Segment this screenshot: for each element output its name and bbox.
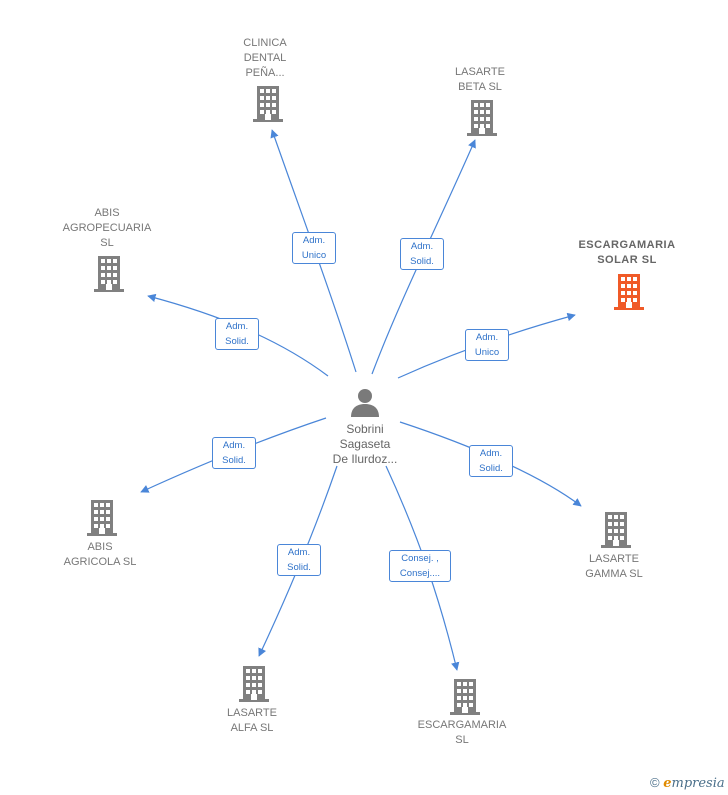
building-icon[interactable]	[87, 500, 117, 541]
relation-label[interactable]: Adm. Solid.	[469, 445, 513, 477]
relation-label[interactable]: Adm. Unico	[465, 329, 509, 361]
relation-label[interactable]: Adm. Unico	[292, 232, 336, 264]
building-icon[interactable]	[253, 86, 283, 127]
copyright-footer[interactable]: © empresia	[650, 775, 725, 791]
building-icon[interactable]	[450, 679, 480, 720]
relation-label[interactable]: Adm. Solid.	[212, 437, 256, 469]
building-icon[interactable]	[467, 100, 497, 141]
person-icon[interactable]	[350, 387, 380, 422]
company-label[interactable]: ABIS AGRICOLA SL	[63, 541, 137, 568]
relation-label[interactable]: Consej. , Consej....	[389, 550, 451, 582]
company-label[interactable]: ABIS AGROPECUARIA SL	[62, 207, 152, 249]
empresia-logo: empresia	[663, 776, 725, 791]
relation-label[interactable]: Adm. Solid.	[400, 238, 444, 270]
company-label[interactable]: ESCARGAMARIA SL	[417, 719, 507, 746]
building-icon[interactable]	[239, 666, 269, 707]
company-label[interactable]: ESCARGAMARIA SOLAR SL	[578, 239, 676, 266]
copyright-symbol: ©	[650, 775, 660, 790]
company-label[interactable]: CLINICA DENTAL PEÑA...	[243, 37, 287, 79]
company-label[interactable]: LASARTE GAMMA SL	[585, 553, 643, 580]
person-name[interactable]: Sobrini Sagaseta De Ilurdoz...	[332, 422, 398, 466]
building-icon[interactable]	[601, 512, 631, 553]
building-icon[interactable]	[94, 256, 124, 297]
relation-label[interactable]: Adm. Solid.	[215, 318, 259, 350]
relation-label[interactable]: Adm. Solid.	[277, 544, 321, 576]
company-label[interactable]: LASARTE BETA SL	[455, 66, 505, 93]
company-label[interactable]: LASARTE ALFA SL	[227, 707, 277, 734]
building-icon[interactable]	[614, 274, 644, 315]
